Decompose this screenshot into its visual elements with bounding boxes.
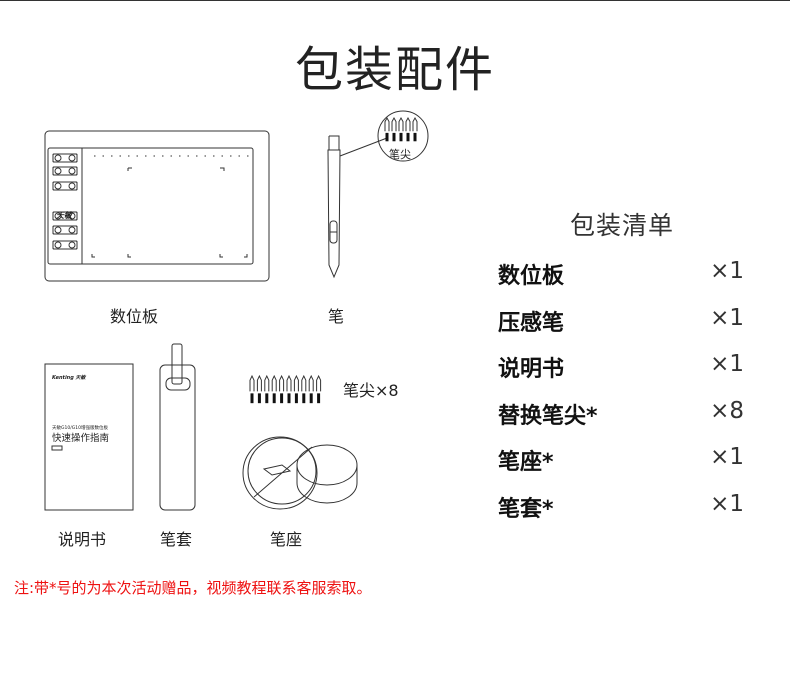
item-quantity: ×1: [710, 444, 744, 470]
tablet-illustration: 天敏: [44, 130, 270, 282]
manual-title: 快速操作指南: [52, 432, 109, 444]
packing-list-item: 数位板 ×1: [498, 258, 748, 289]
page-title: 包装配件: [294, 42, 495, 98]
item-quantity: ×1: [710, 258, 744, 284]
manual-caption: 说明书: [58, 530, 107, 549]
holder-caption: 笔座: [270, 530, 303, 549]
packing-list-item: 笔座* ×1: [498, 444, 748, 475]
item-name: 替换笔尖*: [498, 403, 598, 429]
packing-list-item: 说明书 ×1: [498, 351, 748, 382]
item-quantity: ×1: [710, 490, 744, 517]
item-quantity: ×1: [710, 304, 744, 331]
pen-callout-label: 笔尖: [389, 147, 411, 161]
pen-caption: 笔: [328, 307, 345, 326]
item-name: 数位板: [498, 264, 565, 289]
item-name: 笔座*: [498, 450, 554, 475]
item-name: 笔套*: [498, 496, 554, 522]
packing-list-item: 替换笔尖* ×8: [498, 397, 748, 429]
manual-illustration: Kenting 天敏 天敏G10/G10增强版数位板 快速操作指南: [44, 363, 134, 511]
sleeve-caption: 笔套: [160, 530, 193, 549]
packing-list-item: 压感笔 ×1: [498, 304, 748, 336]
pen-sleeve-illustration: [159, 343, 196, 511]
packing-list-title: 包装清单: [570, 211, 675, 240]
item-quantity: ×8: [710, 397, 744, 424]
packing-list-item: 笔套* ×1: [498, 490, 748, 522]
item-quantity: ×1: [710, 351, 744, 377]
item-name: 压感笔: [498, 310, 565, 336]
tablet-caption: 数位板: [110, 307, 159, 326]
manual-subtitle: 天敏G10/G10增强版数位板: [52, 424, 108, 431]
pen-holder-illustration: [242, 436, 358, 510]
pen-illustration: 笔尖: [327, 110, 429, 279]
manual-brand: Kenting 天敏: [52, 374, 87, 381]
promo-note: 注:带*号的为本次活动赠品，视频教程联系客服索取。: [14, 579, 372, 597]
item-name: 说明书: [498, 357, 565, 382]
nibs-caption: 笔尖×8: [343, 381, 399, 400]
top-divider: [0, 0, 790, 1]
nibs-illustration: [249, 374, 322, 404]
tablet-logo: 天敏: [56, 211, 74, 220]
